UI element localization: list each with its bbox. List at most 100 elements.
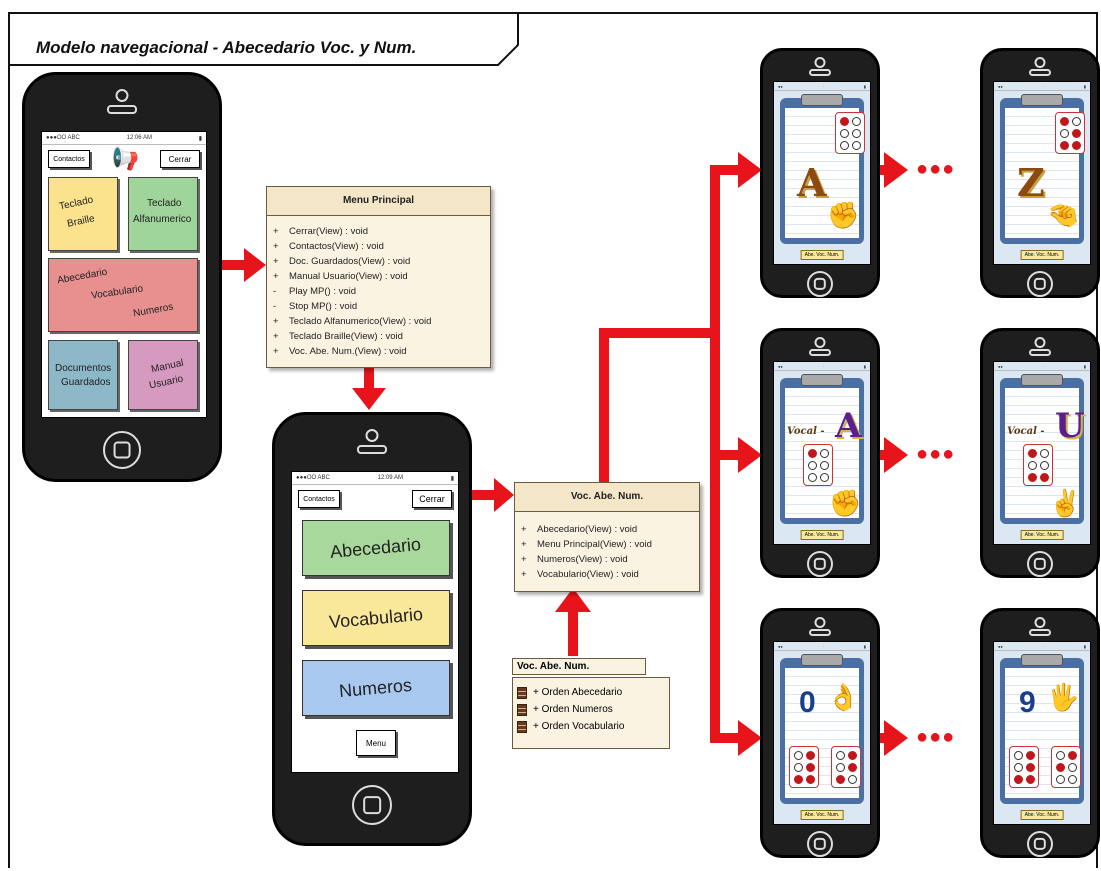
- vocabulario-button[interactable]: Vocabulario: [302, 590, 450, 646]
- abe-voc-num-button[interactable]: Abe. Voc. Num.: [1020, 250, 1064, 260]
- phone-detail-row2-first: ●●·▮ Vocal -A✊ Abe. Voc. Num.: [760, 328, 880, 578]
- abecedario-button[interactable]: Abecedario: [302, 520, 450, 576]
- detail-screen: ●●·▮ Vocal -A✊ Abe. Voc. Num.: [773, 361, 871, 545]
- camera-icon: [1034, 57, 1046, 68]
- contactos-button[interactable]: Contactos: [48, 150, 90, 168]
- abe-voc-num-button[interactable]: Abe. Voc. Num.: [800, 810, 844, 820]
- earpiece-icon: [107, 105, 137, 114]
- braille-dot: [1013, 750, 1023, 760]
- abe-voc-num-button[interactable]: Abe. Voc. Num.: [1020, 810, 1064, 820]
- ellipsis-arrow-1-head: [884, 152, 908, 188]
- braille-dot: [805, 750, 815, 760]
- cerrar-button[interactable]: Cerrar: [160, 150, 200, 168]
- braille-dot: [1013, 762, 1023, 772]
- home-button-icon[interactable]: [807, 551, 833, 577]
- home-button-icon[interactable]: [352, 785, 392, 825]
- clipboard-paper: Vocal -U✌: [1005, 388, 1085, 518]
- abe-voc-num-button[interactable]: Abe. Voc. Num.: [1020, 530, 1064, 540]
- uml-op: +Voc. Abe. Num.(View) : void: [273, 346, 407, 357]
- braille-cell: [835, 112, 865, 154]
- phone-main-menu: ●●●OO ABC 12:06 AM ▮ Contactos 📢 Cerrar …: [22, 72, 222, 482]
- package-item: + Orden Vocabulario: [513, 718, 669, 735]
- braille-dot: [1039, 448, 1049, 458]
- braille-dot: [1039, 460, 1049, 470]
- clipboard-clip: [1021, 374, 1063, 386]
- home-button-icon[interactable]: [807, 831, 833, 857]
- number-glyph: 9: [1019, 686, 1036, 719]
- braille-dot: [1067, 750, 1077, 760]
- status-time: 12:06 AM: [126, 135, 152, 141]
- uml-menu-principal: Menu Principal +Cerrar(View) : void +Con…: [266, 186, 491, 368]
- clipboard-graphic: Vocal -A✊: [780, 374, 864, 524]
- braille-dot: [807, 472, 817, 482]
- package-body: + Orden Abecedario + Orden Numeros + Ord…: [512, 677, 670, 749]
- tile-teclado-braille[interactable]: Teclado Braille: [48, 177, 118, 251]
- tile-documentos-guardados[interactable]: Documentos Guardados: [48, 340, 118, 410]
- status-bar: ●●●OO ABC 12:06 AM ▮: [42, 132, 206, 145]
- megaphone-icon[interactable]: 📢: [112, 146, 140, 171]
- braille-dot: [851, 116, 861, 126]
- clipboard-graphic: 0👌: [780, 654, 864, 804]
- arrow-phone-to-menu-head: [244, 248, 266, 282]
- camera-icon: [814, 617, 826, 628]
- braille-cell: [1051, 746, 1081, 788]
- earpiece-icon: [1029, 69, 1051, 76]
- camera-icon: [1034, 337, 1046, 348]
- detail-screen: ●●·▮A✊Abe. Voc. Num.: [773, 81, 871, 265]
- voc-menu-screen: ●●●OO ABC 12:09 AM ▮ Contactos Cerrar Ab…: [291, 471, 459, 773]
- camera-icon: [1034, 617, 1046, 628]
- abe-voc-num-button[interactable]: Abe. Voc. Num.: [800, 250, 844, 260]
- braille-dot: [839, 128, 849, 138]
- phone-detail-row1-first: ●●·▮A✊Abe. Voc. Num.: [760, 48, 880, 298]
- numeros-button[interactable]: Numeros: [302, 660, 450, 716]
- abe-voc-num-button[interactable]: Abe. Voc. Num.: [800, 530, 844, 540]
- clipboard-paper: Z🤏: [1005, 108, 1085, 238]
- phone-detail-row3-last: ●●·▮9🖐Abe. Voc. Num.: [980, 608, 1100, 858]
- phone-detail-row2-last: ●●·▮ Vocal -U✌ Abe. Voc. Num.: [980, 328, 1100, 578]
- letter-glyph: A: [797, 160, 827, 205]
- menu-button[interactable]: Menu: [356, 730, 396, 756]
- braille-dot: [847, 774, 857, 784]
- uml-op: +Doc. Guardados(View) : void: [273, 256, 411, 267]
- braille-dot: [1055, 762, 1065, 772]
- battery-icon: ▮: [198, 135, 202, 142]
- branch-1-head: [738, 152, 762, 188]
- clipboard-clip: [801, 374, 843, 386]
- branch-2-shaft: [710, 450, 740, 460]
- contactos-button[interactable]: Contactos: [298, 490, 340, 508]
- clipboard-graphic: A✊: [780, 94, 865, 244]
- home-button-icon[interactable]: [1027, 831, 1053, 857]
- braille-dot: [793, 762, 803, 772]
- braille-dot: [835, 774, 845, 784]
- status-time: 12:09 AM: [377, 475, 403, 481]
- status-bar: ●●·▮: [994, 362, 1090, 371]
- tile-teclado-alfanumerico[interactable]: Teclado Alfanumerico: [128, 177, 198, 251]
- uml-op: +Numeros(View) : void: [521, 554, 628, 565]
- braille-dot: [1025, 750, 1035, 760]
- phone-voc-abe-num: ●●●OO ABC 12:09 AM ▮ Contactos Cerrar Ab…: [272, 412, 472, 846]
- camera-icon: [814, 337, 826, 348]
- camera-icon: [814, 57, 826, 68]
- earpiece-icon: [809, 69, 831, 76]
- braille-cell: [831, 746, 861, 788]
- home-button-icon[interactable]: [1027, 551, 1053, 577]
- tile-manual-usuario[interactable]: Manual Usuario: [128, 340, 198, 410]
- tile-abecedario-vocabulario-numeros[interactable]: Abecedario Vocabulario Numeros: [48, 258, 198, 332]
- clipboard-paper: 0👌: [785, 668, 861, 798]
- uml-voc-header: Voc. Abe. Num.: [515, 483, 699, 512]
- braille-dot: [1067, 762, 1077, 772]
- home-button-icon[interactable]: [103, 431, 141, 469]
- home-button-icon[interactable]: [1027, 271, 1053, 297]
- arrow-phone-to-menu-shaft: [218, 260, 246, 270]
- number-glyph: 0: [799, 686, 816, 719]
- cerrar-button[interactable]: Cerrar: [412, 490, 452, 508]
- braille-cell: [803, 444, 833, 486]
- title-tab: Modelo navegacional - Abecedario Voc. y …: [8, 12, 519, 66]
- braille-dot: [1027, 460, 1037, 470]
- status-bar: ●●·▮: [774, 362, 870, 371]
- braille-cell: [1055, 112, 1085, 154]
- braille-dot: [819, 460, 829, 470]
- braille-dot: [1059, 128, 1069, 138]
- status-bar: ●●·▮: [994, 82, 1090, 91]
- home-button-icon[interactable]: [807, 271, 833, 297]
